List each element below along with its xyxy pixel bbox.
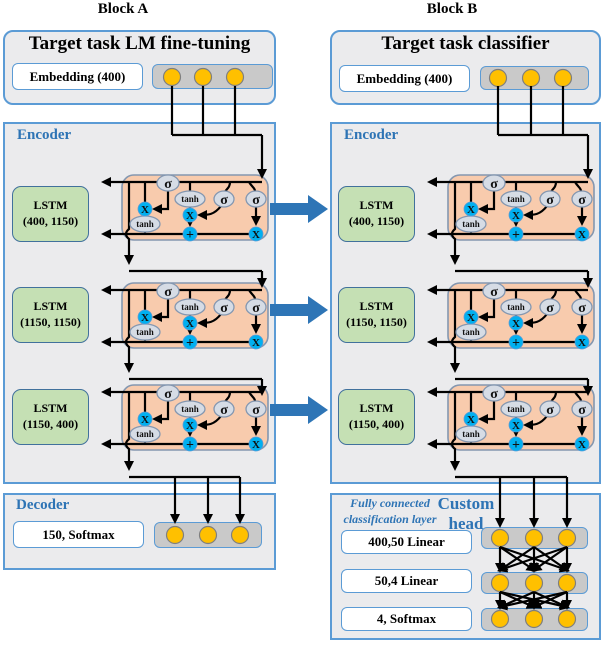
custom-head-tray-1 — [481, 527, 588, 549]
block-b-header: Target task classifier — [381, 33, 550, 54]
custom-head-annotation-line1: Fully connected — [350, 496, 430, 510]
block-b-title: Block B — [426, 1, 478, 17]
lstm-a3-name: LSTM — [33, 401, 68, 416]
custom-head-title: Custom head — [428, 494, 504, 533]
lstm-b3-name: LSTM — [359, 401, 394, 416]
lstm-a2-name: LSTM — [33, 299, 68, 314]
block-a-header: Target task LM fine-tuning — [28, 33, 251, 54]
block-a-softmax-box: 150, Softmax — [13, 521, 144, 548]
lstm-b1-dims: (400, 1150) — [348, 214, 405, 228]
block-a-embedding-tray — [152, 64, 273, 89]
lstm-label-a1: LSTM (400, 1150) — [12, 186, 89, 242]
block-a-decoder-tray — [154, 522, 262, 548]
block-a-embedding-box: Embedding (400) — [12, 63, 143, 90]
lstm-a3-dims: (1150, 400) — [22, 417, 79, 431]
custom-head-title-line2: head — [448, 513, 484, 533]
lstm-b2-dims: (1150, 1150) — [346, 315, 407, 329]
custom-head-tray-2 — [481, 572, 588, 594]
block-b-embedding-tray — [480, 66, 589, 90]
lstm-label-b3: LSTM (1150, 400) — [338, 389, 415, 445]
lstm-label-b2: LSTM (1150, 1150) — [338, 287, 415, 343]
block-a-title: Block A — [97, 1, 149, 17]
lstm-a2-dims: (1150, 1150) — [20, 315, 81, 329]
block-a-encoder-label: Encoder — [17, 127, 72, 143]
lstm-label-a2: LSTM (1150, 1150) — [12, 287, 89, 343]
block-b-embedding-box: Embedding (400) — [339, 65, 470, 92]
custom-head-layer2-box: 50,4 Linear — [341, 569, 472, 593]
block-a-decoder-label: Decoder — [16, 497, 70, 513]
custom-head-annotation: Fully connected classification layer — [334, 496, 446, 527]
block-b-encoder-label: Encoder — [344, 127, 399, 143]
transfer-arrow — [270, 296, 328, 324]
lstm-a1-name: LSTM — [33, 198, 68, 213]
custom-head-title-line1: Custom — [437, 494, 495, 513]
lstm-b2-name: LSTM — [359, 299, 394, 314]
lstm-label-a3: LSTM (1150, 400) — [12, 389, 89, 445]
custom-head-layer1-box: 400,50 Linear — [341, 530, 472, 554]
lstm-b1-name: LSTM — [359, 198, 394, 213]
custom-head-layer3-box: 4, Softmax — [341, 607, 472, 631]
transfer-arrow — [270, 396, 328, 424]
custom-head-tray-3 — [481, 608, 588, 631]
transfer-arrow — [270, 195, 328, 223]
lstm-a1-dims: (400, 1150) — [22, 214, 79, 228]
lstm-b3-dims: (1150, 400) — [348, 417, 405, 431]
lstm-label-b1: LSTM (400, 1150) — [338, 186, 415, 242]
transfer-arrows — [270, 195, 328, 424]
custom-head-annotation-line2: classification layer — [343, 511, 437, 526]
